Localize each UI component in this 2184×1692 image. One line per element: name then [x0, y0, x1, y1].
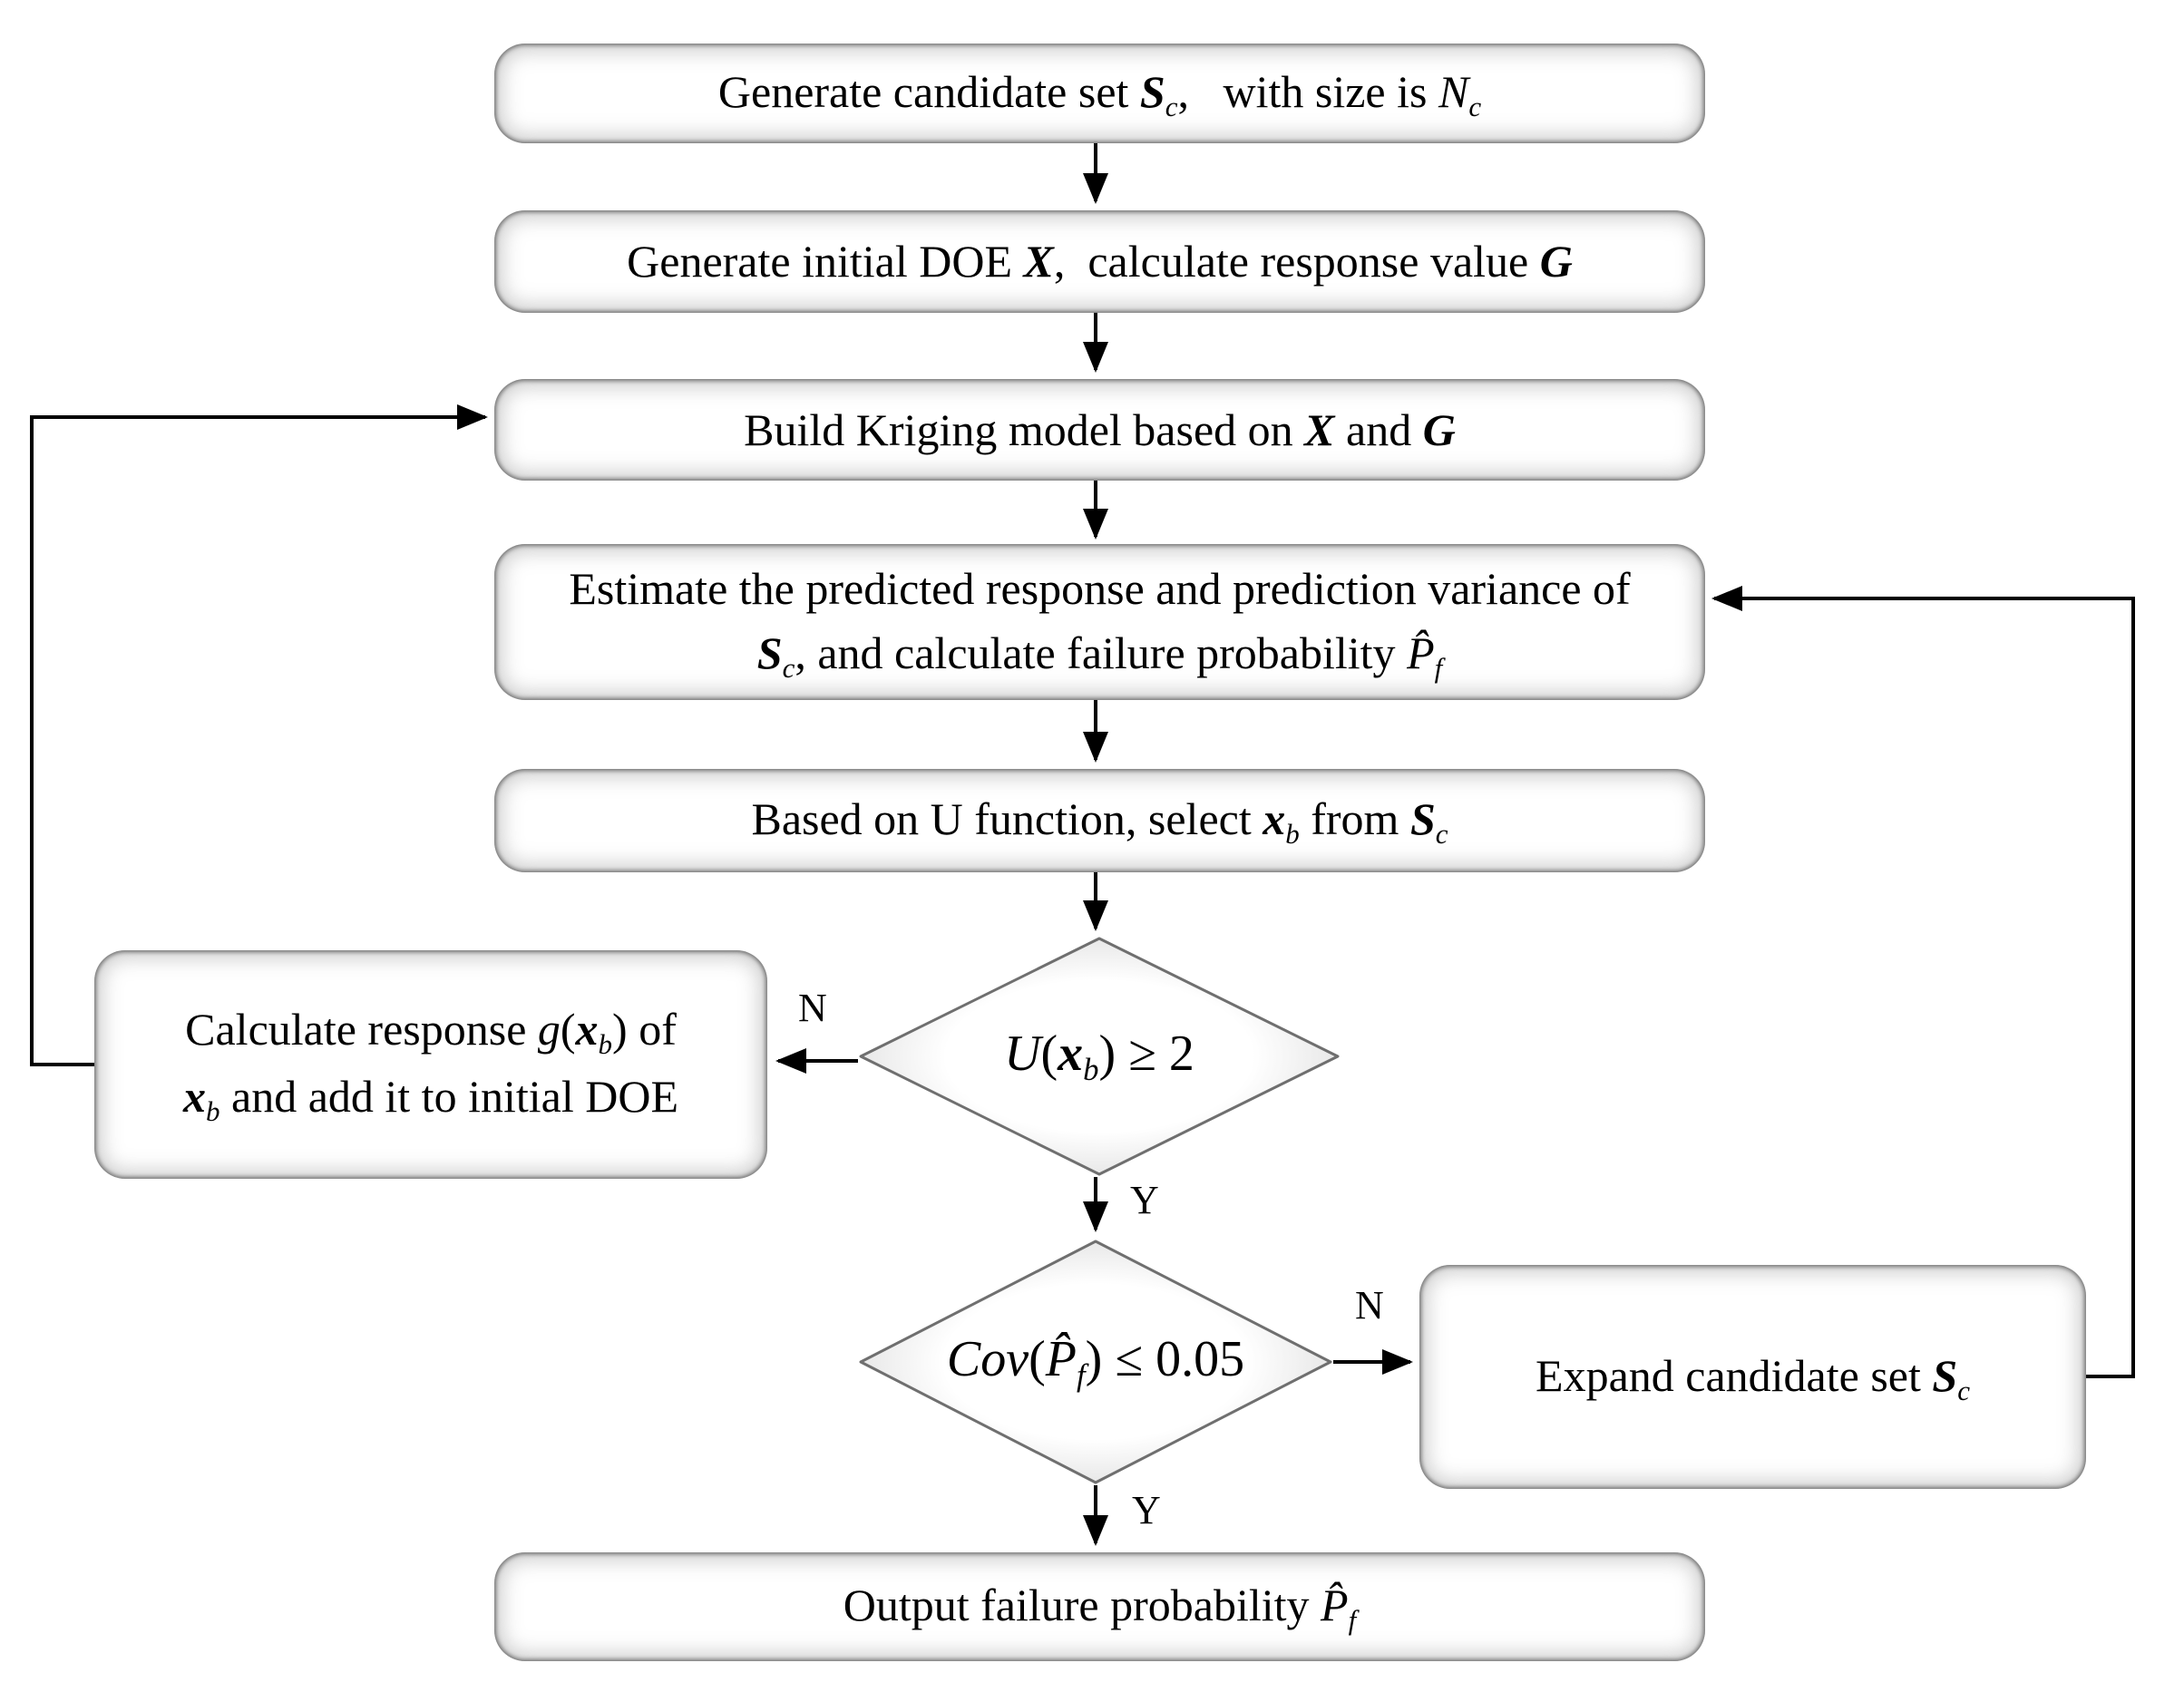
text-segment: ): [1098, 1025, 1116, 1082]
math-var: S: [756, 627, 783, 678]
node-label-line2: xb and add it to initial DOE: [183, 1065, 678, 1132]
text-segment: Generate candidate set: [717, 66, 1140, 118]
edge-label-ucheck-yes: Y: [1130, 1178, 1159, 1222]
edge-label-covcheck-no: N: [1355, 1283, 1384, 1327]
node-label: Expand candidate set Sc: [1536, 1344, 1970, 1411]
text-segment: , and calculate failure probability: [795, 627, 1408, 678]
math-var-phat: P̂: [1321, 1580, 1349, 1631]
node-label: Based on U function, select xb from Sc: [751, 787, 1448, 854]
node-generate-initial-doe: Generate initial DOE X, calculate respon…: [494, 210, 1705, 313]
math-sub: c: [1435, 817, 1448, 850]
node-build-kriging-model: Build Kriging model based on X and G: [494, 379, 1705, 481]
text-segment: Output failure probability: [843, 1580, 1321, 1631]
math-var: X: [1023, 236, 1054, 287]
math-func: Cov: [946, 1330, 1029, 1387]
math-var: x: [575, 1004, 599, 1055]
text-segment: from: [1299, 793, 1410, 845]
math-var: g: [537, 1004, 561, 1055]
node-output-failure-probability: Output failure probability P̂f: [494, 1552, 1705, 1661]
node-label-line2: Sc, and calculate failure probability P̂…: [757, 621, 1442, 688]
math-sub: f: [1434, 651, 1443, 684]
math-sub: c: [1165, 90, 1178, 122]
node-select-best-point: Based on U function, select xb from Sc: [494, 769, 1705, 872]
text-segment: Build Kriging model based on: [744, 404, 1305, 455]
text-segment: Based on U function, select: [751, 793, 1263, 845]
math-var: U: [1004, 1025, 1041, 1082]
node-generate-candidate-set: Generate candidate set Sc, with size is …: [494, 44, 1705, 143]
decision-label: U(xb) ≥ 2: [858, 936, 1341, 1177]
decision-cov-check: Cov(P̂f) ≤ 0.05: [858, 1239, 1333, 1485]
node-calculate-response-add-doe: Calculate response g(xb) of xb and add i…: [94, 950, 767, 1179]
arrow-expand-loop-to-estimate: [1711, 586, 2135, 1378]
diamond-shape: [859, 937, 1340, 1176]
diamond-shape: [859, 1240, 1332, 1484]
math-sub: f: [1348, 1603, 1357, 1636]
math-var: S: [1139, 66, 1165, 118]
arrow-calcresponse-loop-to-kriging: [30, 404, 488, 1066]
math-var: X: [1304, 404, 1335, 455]
text-segment: (: [1029, 1330, 1046, 1387]
decision-u-function-check: U(xb) ≥ 2: [858, 936, 1341, 1177]
math-var: x: [1263, 793, 1286, 845]
math-var: x: [1058, 1025, 1084, 1082]
decision-label: Cov(P̂f) ≤ 0.05: [858, 1239, 1333, 1485]
node-label: Build Kriging model based on X and G: [744, 398, 1456, 462]
edge-label-ucheck-no: N: [798, 986, 827, 1030]
math-sub: f: [1077, 1357, 1086, 1394]
text-segment: , with size is: [1177, 66, 1438, 118]
math-var-phat: P̂: [1407, 627, 1435, 678]
math-sub: c: [1957, 1374, 1970, 1406]
text-segment: Generate initial DOE: [627, 236, 1024, 287]
node-label-line1: Calculate response g(xb) of: [185, 997, 677, 1065]
math-var-phat: P̂: [1045, 1330, 1077, 1387]
text-segment: , calculate response value: [1053, 236, 1540, 287]
text-segment: ) of: [612, 1004, 677, 1055]
math-sub: b: [598, 1027, 613, 1060]
math-sub: b: [1083, 1052, 1099, 1088]
text-segment: (: [560, 1004, 576, 1055]
math-var: G: [1539, 236, 1573, 287]
node-label: Generate candidate set Sc, with size is …: [718, 60, 1481, 127]
math-var: x: [183, 1071, 207, 1122]
node-estimate-response-variance: Estimate the predicted response and pred…: [494, 544, 1705, 700]
node-label: Generate initial DOE X, calculate respon…: [627, 229, 1573, 294]
math-var: G: [1422, 404, 1456, 455]
math-sub: c: [1468, 90, 1482, 122]
node-label: Output failure probability P̂f: [843, 1573, 1356, 1640]
text-segment: ≥ 2: [1116, 1025, 1194, 1082]
math-sub: c: [782, 651, 795, 684]
text-segment: and add it to initial DOE: [219, 1071, 678, 1122]
text-segment: ≤ 0.05: [1102, 1330, 1245, 1387]
text-segment: (: [1040, 1025, 1058, 1082]
math-var: S: [1932, 1349, 1958, 1401]
text-segment: Calculate response: [185, 1004, 538, 1055]
node-label-line1: Estimate the predicted response and pred…: [569, 557, 1630, 621]
text-segment: Estimate the predicted response and pred…: [569, 562, 1631, 614]
text-segment: ): [1085, 1330, 1103, 1387]
math-sub: b: [1285, 817, 1300, 850]
math-var: N: [1438, 66, 1469, 118]
math-var: S: [1409, 793, 1436, 845]
math-sub: b: [206, 1094, 220, 1127]
text-segment: Expand candidate set: [1536, 1349, 1933, 1401]
edge-label-covcheck-yes: Y: [1132, 1488, 1161, 1532]
text-segment: and: [1334, 404, 1423, 455]
node-expand-candidate-set: Expand candidate set Sc: [1419, 1265, 2086, 1489]
